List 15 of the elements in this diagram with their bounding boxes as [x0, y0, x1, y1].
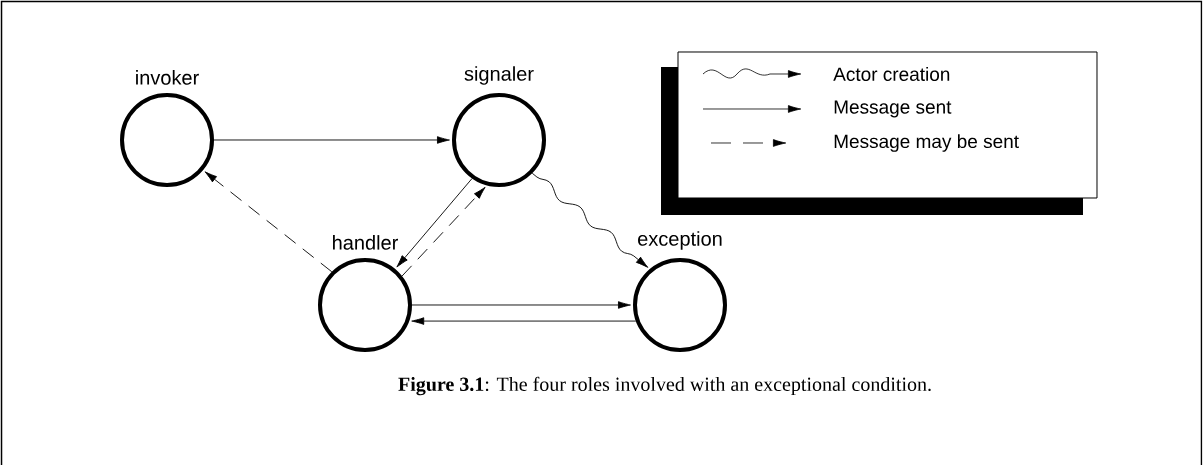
node-label: invoker [136, 70, 199, 85]
legend-text: Actor creation [833, 67, 950, 81]
arrow [411, 317, 637, 325]
node-label: exception [638, 231, 722, 250]
arrow [213, 136, 450, 144]
arrow [204, 171, 333, 273]
caption: Figure 3.1: The four roles involved with an exceptional condition. [398, 376, 931, 396]
node-label: handler [333, 235, 398, 250]
arrow [401, 186, 486, 277]
arrow [396, 178, 473, 268]
legend-text: Message sent [834, 100, 952, 118]
arrow [411, 301, 631, 309]
node-label: signaler [464, 66, 534, 85]
legend-text: Message may be sent [834, 134, 1019, 152]
arrow [531, 172, 649, 268]
